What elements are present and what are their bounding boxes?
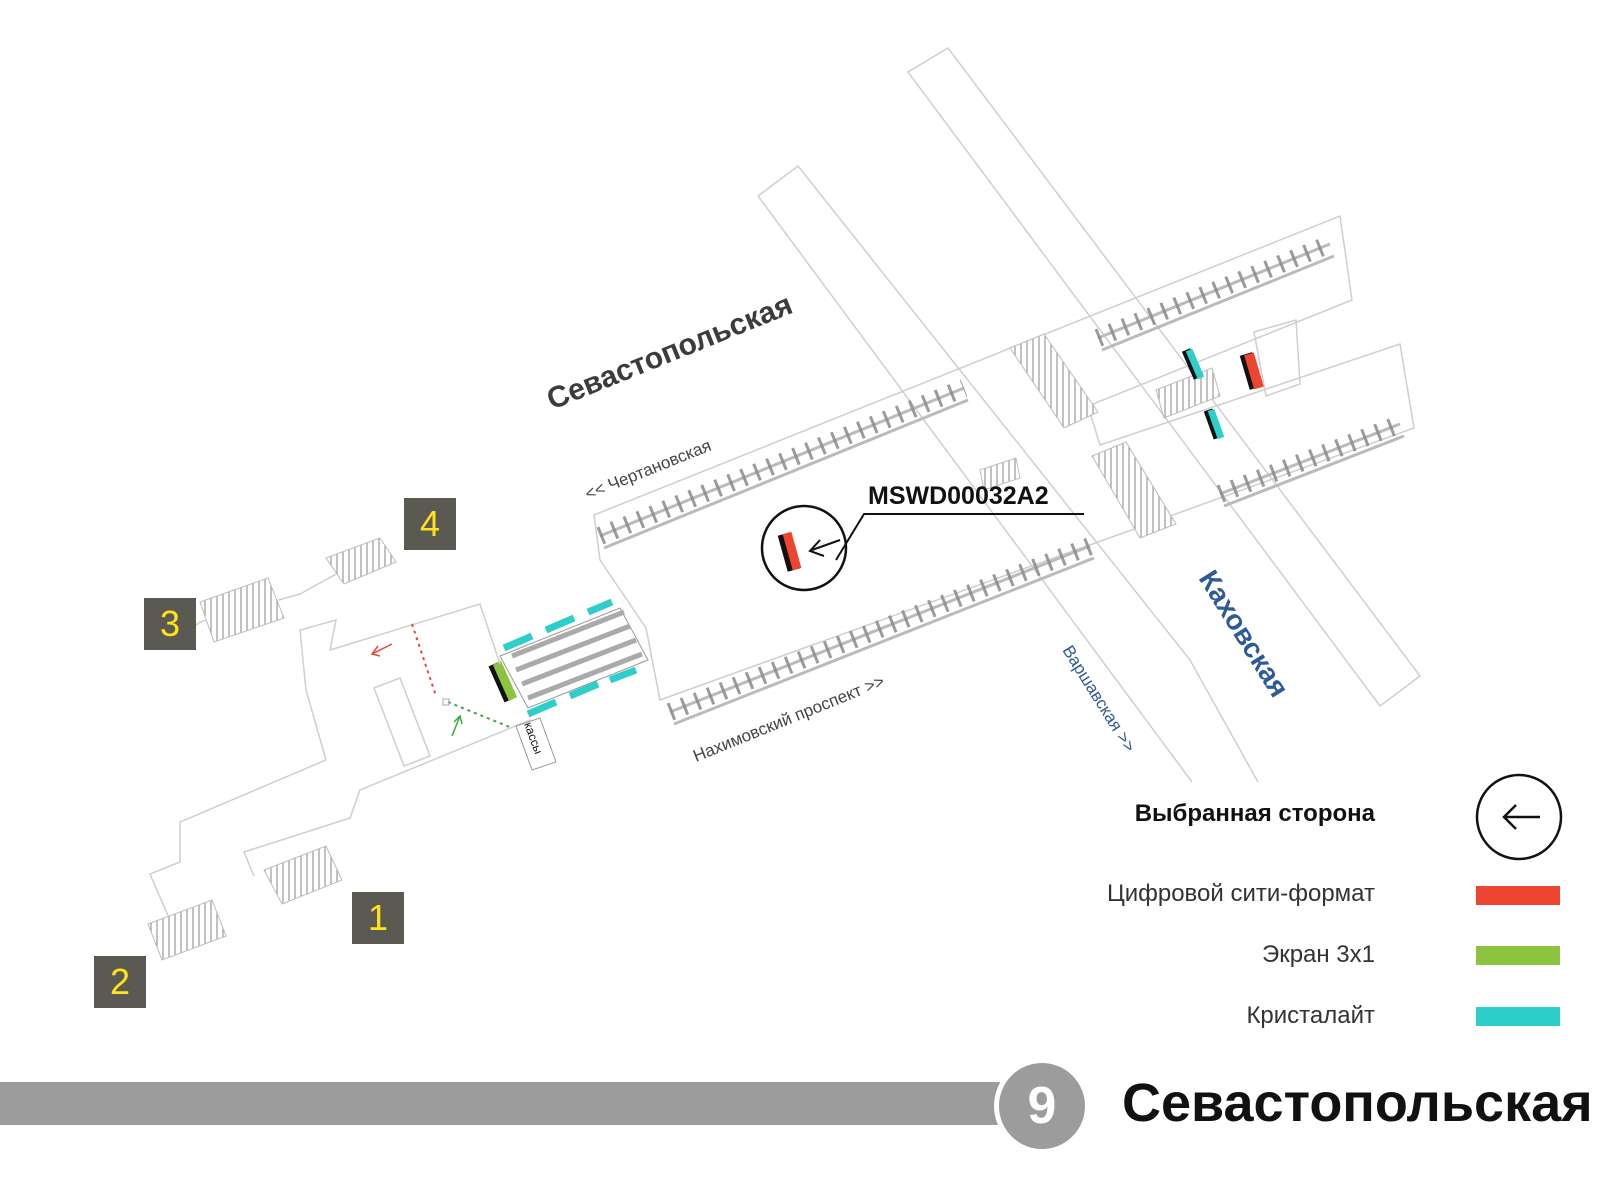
track-lower [666, 537, 1095, 726]
sevastopolskaya-map-label: Севастопольская [542, 288, 797, 417]
exit-3: 3 [144, 598, 196, 650]
exit-4: 4 [404, 498, 456, 550]
legend-item-label: Экран 3x1 [1261, 941, 1375, 968]
kassy-box: кассы [515, 717, 557, 771]
legend-item-screen-3x1: Экран 3x1 [1262, 941, 1375, 969]
exit-2: 2 [94, 956, 146, 1008]
exit-number: 4 [419, 503, 441, 544]
passage-paths [411, 623, 513, 729]
legend-selected-side: Выбранная сторона [1135, 800, 1375, 828]
direction-arrow-icon [370, 643, 463, 737]
exit-number: 2 [109, 961, 131, 1002]
legend-item-cristalight: Кристалайт [1246, 1002, 1375, 1030]
sevastopolskaya-structure [593, 214, 1415, 702]
selected-panel-marker [760, 504, 1084, 592]
line-number: 9 [1027, 1077, 1057, 1135]
escalator-block [488, 598, 649, 718]
legend-selected-side-label: Выбранная сторона [1134, 800, 1375, 827]
exit-stairs [147, 537, 397, 961]
kakhovskaya-panels [1181, 348, 1264, 440]
varshavskaya-direction-label: Варшавская >> [1059, 642, 1140, 755]
exit-number: 3 [159, 603, 181, 644]
legend-swatch-green [1476, 946, 1560, 965]
line-number-badge: 9 [994, 1058, 1090, 1154]
kakhovskaya-map-label: Каховская [1193, 565, 1295, 703]
legend-item-label: Цифровой сити-формат [1106, 880, 1375, 907]
exit-1: 1 [352, 892, 404, 944]
track-upper [596, 379, 969, 550]
exit-number: 1 [367, 897, 389, 938]
footer-station-name: Севастопольская [1122, 1073, 1593, 1133]
legend-swatch-red [1476, 886, 1560, 905]
legend-item-label: Кристалайт [1246, 1002, 1375, 1029]
panel-code-label: MSWD00032A2 [868, 482, 1049, 510]
track-upper-right [1094, 235, 1335, 352]
circle-left-arrow-icon [1475, 773, 1563, 861]
track-lower-right [1216, 415, 1405, 508]
crossing-stairs [979, 333, 1221, 539]
legend-swatch-cyan [1476, 1007, 1560, 1026]
footer-line-bar [0, 1082, 1000, 1125]
legend-item-digital-cityformat: Цифровой сити-формат [1107, 880, 1375, 908]
